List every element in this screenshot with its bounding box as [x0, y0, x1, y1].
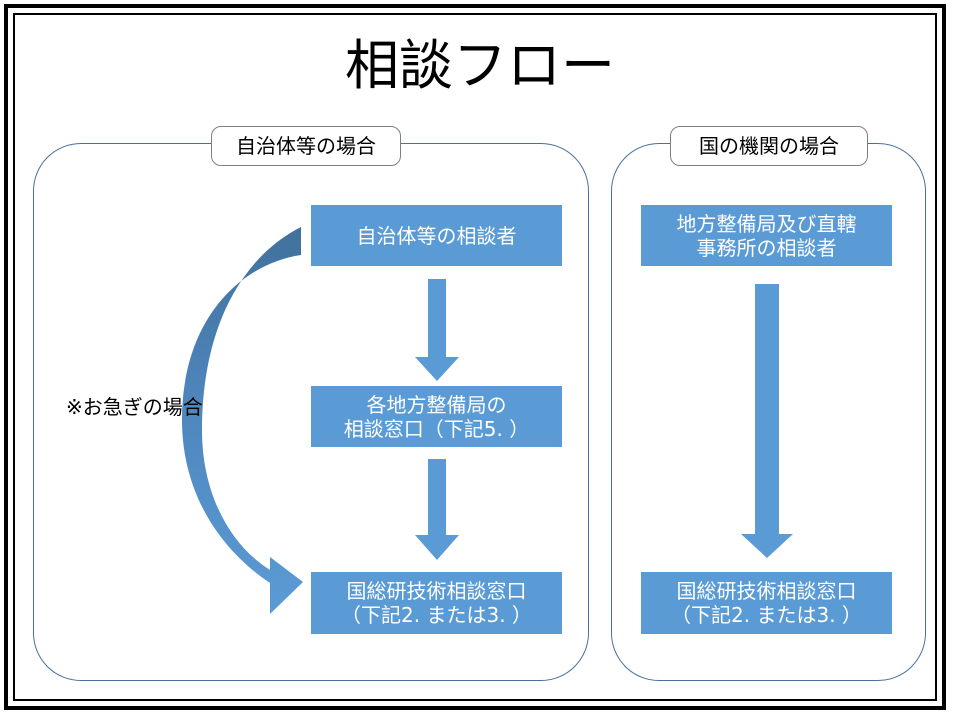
nilim-window-box-right: 国総研技術相談窓口 （下記2. または3. ） — [641, 572, 892, 634]
local-consultant-box: 自治体等の相談者 — [311, 205, 562, 266]
urgent-note: ※お急ぎの場合 — [66, 395, 203, 419]
outer-frame — [4, 4, 946, 710]
national-agency-label: 国の機関の場合 — [670, 126, 868, 166]
inner-frame — [13, 13, 937, 701]
local-government-label: 自治体等の場合 — [211, 126, 401, 166]
urgent-bypass-arrow — [182, 227, 303, 614]
arrow-down-right — [741, 284, 793, 558]
regional-window-box: 各地方整備局の 相談窓口（下記5. ） — [311, 386, 562, 447]
nilim-window-box-left: 国総研技術相談窓口 （下記2. または3. ） — [311, 572, 562, 634]
page-title: 相談フロー — [345, 34, 615, 97]
arrow-down-1 — [415, 279, 459, 381]
arrow-down-2 — [415, 459, 459, 560]
national-consultant-box: 地方整備局及び直轄 事務所の相談者 — [641, 205, 892, 266]
